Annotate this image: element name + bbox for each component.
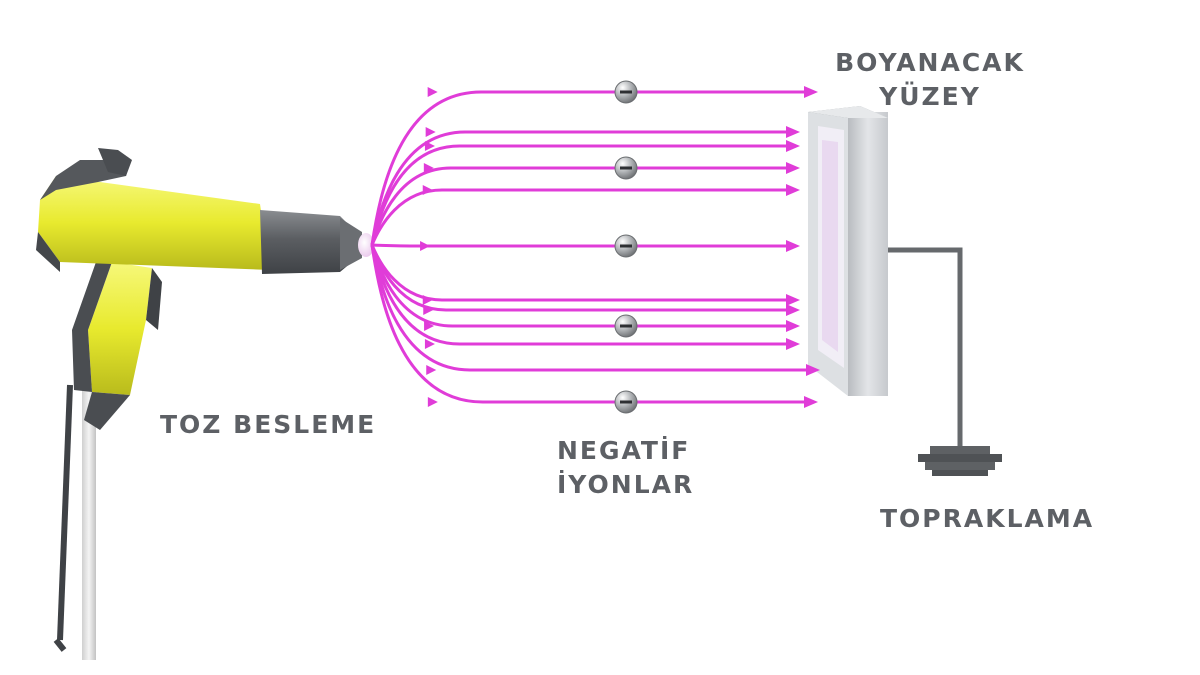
field-line [370, 244, 788, 346]
field-line-arrowhead [425, 127, 436, 137]
field-line [370, 244, 808, 372]
field-line-arrowhead [427, 397, 438, 407]
field-line [370, 244, 788, 328]
field-line-arrowhead [786, 240, 800, 252]
field-line-arrowhead [786, 126, 800, 138]
field-line-arrowhead [422, 185, 433, 195]
field-line [370, 188, 788, 246]
field-line-arrowhead [427, 87, 438, 97]
target-surface-label-line1: BOYANACAK [835, 48, 1025, 77]
minus-sign-icon [620, 400, 632, 404]
field-line-arrowhead [422, 295, 433, 305]
minus-sign-icon [620, 90, 632, 94]
field-line-arrowhead [786, 294, 800, 306]
field-line-arrowhead [804, 396, 818, 408]
target-surface-label: BOYANACAK YÜZEY [820, 46, 1040, 114]
field-line-arrowhead [786, 304, 800, 316]
field-line [370, 244, 788, 302]
field-line [370, 166, 788, 246]
electric-field-lines [370, 86, 820, 408]
negative-ions-label-line1: NEGATİF [557, 436, 691, 465]
minus-sign-icon [620, 244, 632, 248]
panel-icon [808, 106, 888, 396]
target-surface-label-line2: YÜZEY [879, 82, 981, 111]
field-line-arrowhead [424, 141, 435, 151]
field-line-arrowhead [806, 364, 820, 376]
field-line-arrowhead [786, 338, 800, 350]
field-line-arrowhead [786, 162, 800, 174]
field-line [371, 243, 788, 248]
negative-ions [614, 80, 638, 414]
field-line-arrowhead [424, 321, 435, 331]
negative-ions-label: NEGATİF İYONLAR [557, 434, 694, 502]
field-line-arrowhead [423, 305, 434, 315]
field-line-arrowhead [804, 86, 818, 98]
powder-feed-label: TOZ BESLEME [160, 410, 377, 439]
negative-ions-label-line2: İYONLAR [557, 470, 695, 499]
spray-gun-icon [36, 148, 374, 660]
field-line [370, 144, 788, 246]
field-line-arrowhead [420, 241, 431, 251]
grounding-label: TOPRAKLAMA [880, 504, 1095, 533]
field-line-arrowhead [426, 365, 437, 375]
field-line [370, 244, 806, 404]
minus-sign-icon [620, 166, 632, 170]
field-line [370, 90, 806, 246]
field-line-arrowhead [786, 140, 800, 152]
ground-icon [880, 247, 1002, 476]
minus-sign-icon [620, 324, 632, 328]
field-line-arrowhead [423, 163, 434, 173]
field-line-arrowhead [786, 320, 800, 332]
field-line-arrowhead [786, 184, 800, 196]
field-line-arrowhead [424, 339, 435, 349]
